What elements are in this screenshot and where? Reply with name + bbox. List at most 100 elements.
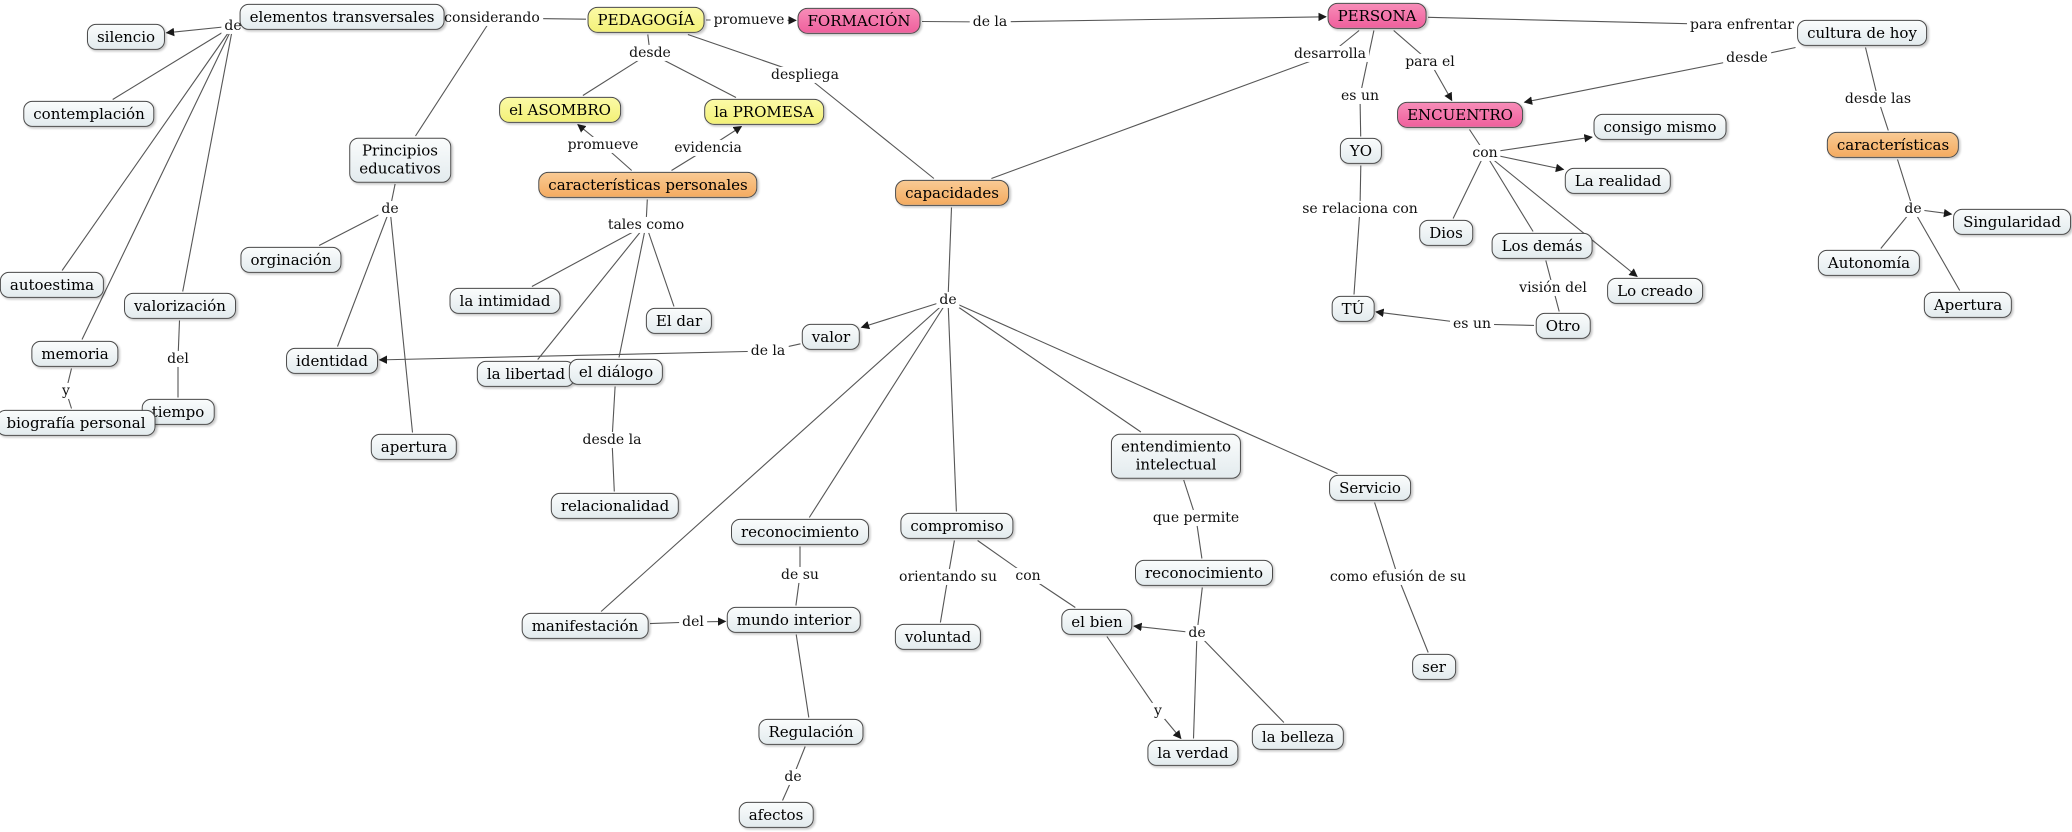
link-phrase-promueve-formacion: promueve	[710, 11, 788, 29]
concept-node-tu[interactable]: TÚ	[1331, 295, 1375, 323]
concept-node-regulacion[interactable]: Regulación	[758, 718, 864, 746]
edge-se-relaciona-con--tu	[1353, 208, 1361, 295]
concept-node-la-realidad[interactable]: La realidad	[1564, 167, 1672, 195]
edge-de-capacidades--valor	[860, 299, 949, 330]
edge-de-principios--orginacion	[318, 208, 391, 246]
concept-node-la-belleza[interactable]: la belleza	[1251, 723, 1345, 751]
link-phrase-y-verdad: y	[1151, 702, 1165, 720]
link-phrase-con-encuentro: con	[1469, 144, 1501, 162]
concept-node-el-dar[interactable]: El dar	[645, 307, 713, 335]
link-phrase-y-memoria: y	[59, 382, 73, 400]
link-phrase-con-bien: con	[1012, 567, 1044, 585]
concept-node-apertura-caracteristicas[interactable]: Apertura	[1923, 291, 2013, 319]
concept-node-caracteristicas-personales[interactable]: características personales	[538, 171, 758, 199]
edge-de-capacidades--entendimiento-intelectual	[947, 299, 1142, 433]
concept-node-manifestacion[interactable]: manifestación	[521, 612, 649, 640]
link-phrase-promueve-asombro: promueve	[564, 136, 642, 154]
concept-node-caracteristicas[interactable]: características	[1826, 131, 1960, 159]
concept-node-yo[interactable]: YO	[1339, 137, 1383, 165]
link-phrase-como-efusion: como efusión de su	[1326, 568, 1470, 586]
link-phrase-se-relaciona-con: se relaciona con	[1299, 200, 1421, 218]
concept-node-el-dialogo[interactable]: el diálogo	[568, 358, 664, 386]
link-phrase-de-capacidades: de	[936, 291, 960, 309]
concept-node-la-verdad[interactable]: la verdad	[1147, 739, 1239, 767]
concept-node-ser[interactable]: ser	[1412, 653, 1456, 681]
concept-node-voluntad[interactable]: voluntad	[894, 623, 982, 651]
link-phrase-que-permite: que permite	[1149, 509, 1243, 527]
concept-node-pedagogia[interactable]: PEDAGOGÍA	[587, 6, 705, 34]
edge-desde-la--relacionalidad	[611, 439, 615, 492]
concept-node-persona[interactable]: PERSONA	[1327, 2, 1427, 30]
concept-node-lo-creado[interactable]: Lo creado	[1607, 277, 1703, 305]
edge-de-bien--la-belleza	[1196, 632, 1285, 723]
concept-node-orginacion[interactable]: orginación	[240, 246, 342, 274]
concept-node-afectos[interactable]: afectos	[738, 801, 814, 829]
concept-node-el-asombro[interactable]: el ASOMBRO	[499, 96, 621, 124]
concept-node-biografia-personal[interactable]: biografía personal	[0, 409, 156, 437]
concept-node-servicio[interactable]: Servicio	[1329, 474, 1411, 502]
concept-node-valor[interactable]: valor	[801, 323, 861, 351]
edge-desarrolla--capacidades	[991, 53, 1331, 180]
concept-node-silencio[interactable]: silencio	[86, 23, 166, 51]
edge-persona--es-un-yo	[1359, 30, 1375, 97]
concept-node-cultura-de-hoy[interactable]: cultura de hoy	[1797, 19, 1927, 47]
link-phrase-de-principios: de	[378, 200, 402, 218]
edge-de-bien--la-verdad	[1192, 632, 1198, 739]
link-phrase-desde-las: desde las	[1841, 90, 1915, 108]
concept-node-relacionalidad[interactable]: relacionalidad	[550, 492, 680, 520]
concept-node-consigo-mismo[interactable]: consigo mismo	[1593, 113, 1727, 141]
edge-tales-como--la-libertad	[537, 224, 647, 360]
link-phrase-de-su: de su	[778, 566, 822, 584]
edge-de-transversales--valorizacion	[182, 25, 234, 292]
edge-con-encuentro--consigo-mismo	[1484, 134, 1593, 154]
concept-node-reconocimiento-2[interactable]: reconocimiento	[1135, 559, 1273, 587]
edge-capacidades--de-capacidades	[947, 207, 953, 301]
edge-de-capacidades--manifestacion	[600, 299, 949, 612]
concept-node-los-demas[interactable]: Los demás	[1491, 232, 1593, 260]
edge-de-principios--identidad	[336, 208, 391, 347]
concept-node-principios-educativos[interactable]: Principios educativos	[349, 137, 451, 183]
edge-con-encuentro--los-demas	[1484, 152, 1534, 232]
edge-de-caracteristicas--apertura-caracteristicas	[1912, 208, 1961, 291]
edge-tales-como--la-intimidad	[531, 224, 647, 287]
concept-node-compromiso[interactable]: compromiso	[900, 512, 1014, 540]
concept-node-encuentro[interactable]: ENCUENTRO	[1397, 101, 1523, 129]
concept-node-el-bien[interactable]: el bien	[1061, 608, 1133, 636]
concept-node-capacidades[interactable]: capacidades	[895, 179, 1009, 207]
concept-node-contemplacion[interactable]: contemplación	[23, 100, 155, 128]
concept-node-la-libertad[interactable]: la libertad	[476, 360, 576, 388]
concept-node-la-promesa[interactable]: la PROMESA	[704, 98, 824, 126]
concept-node-valorizacion[interactable]: valorización	[124, 292, 236, 320]
link-phrase-evidencia: evidencia	[671, 139, 745, 157]
link-phrase-orientando-su: orientando su	[896, 568, 1000, 586]
edge-con-encuentro--lo-creado	[1484, 152, 1638, 278]
concept-node-apertura-principios[interactable]: apertura	[370, 433, 458, 461]
link-phrase-desde-la: desde la	[579, 431, 645, 449]
link-phrase-tales-como: tales como	[604, 216, 688, 234]
concept-node-identidad[interactable]: identidad	[286, 347, 378, 375]
link-phrase-despliega: despliega	[768, 66, 842, 84]
concept-node-mundo-interior[interactable]: mundo interior	[726, 606, 862, 634]
concept-node-formacion[interactable]: FORMACIÓN	[797, 7, 921, 35]
concept-node-otro[interactable]: Otro	[1535, 312, 1591, 340]
edge-de-capacidades--compromiso	[947, 299, 957, 512]
edge-de-capacidades--servicio	[947, 299, 1338, 475]
edge-de-la-persona--persona	[989, 12, 1327, 23]
concept-node-la-intimidad[interactable]: la intimidad	[449, 287, 561, 315]
concept-node-memoria[interactable]: memoria	[31, 340, 119, 368]
edge-el-bien--y-verdad	[1106, 636, 1159, 712]
link-phrase-para-el: para el	[1402, 53, 1458, 71]
concept-node-autoestima[interactable]: autoestima	[0, 271, 105, 299]
edge-con-encuentro--dios	[1452, 152, 1486, 219]
concept-node-autonomia[interactable]: Autonomía	[1817, 249, 1921, 277]
concept-node-dios[interactable]: Dios	[1419, 219, 1473, 247]
concept-node-entendimiento-intelectual[interactable]: entendimiento intelectual	[1110, 433, 1242, 479]
link-phrase-es-un-yo: es un	[1338, 87, 1382, 105]
concept-node-elementos-transversales[interactable]: elementos transversales	[239, 3, 445, 31]
edge-tales-como--el-dar	[645, 224, 675, 307]
concept-node-reconocimiento-1[interactable]: reconocimiento	[731, 518, 869, 546]
link-phrase-de-afectos: de	[781, 768, 805, 786]
concept-node-singularidad[interactable]: Singularidad	[1953, 208, 2071, 236]
